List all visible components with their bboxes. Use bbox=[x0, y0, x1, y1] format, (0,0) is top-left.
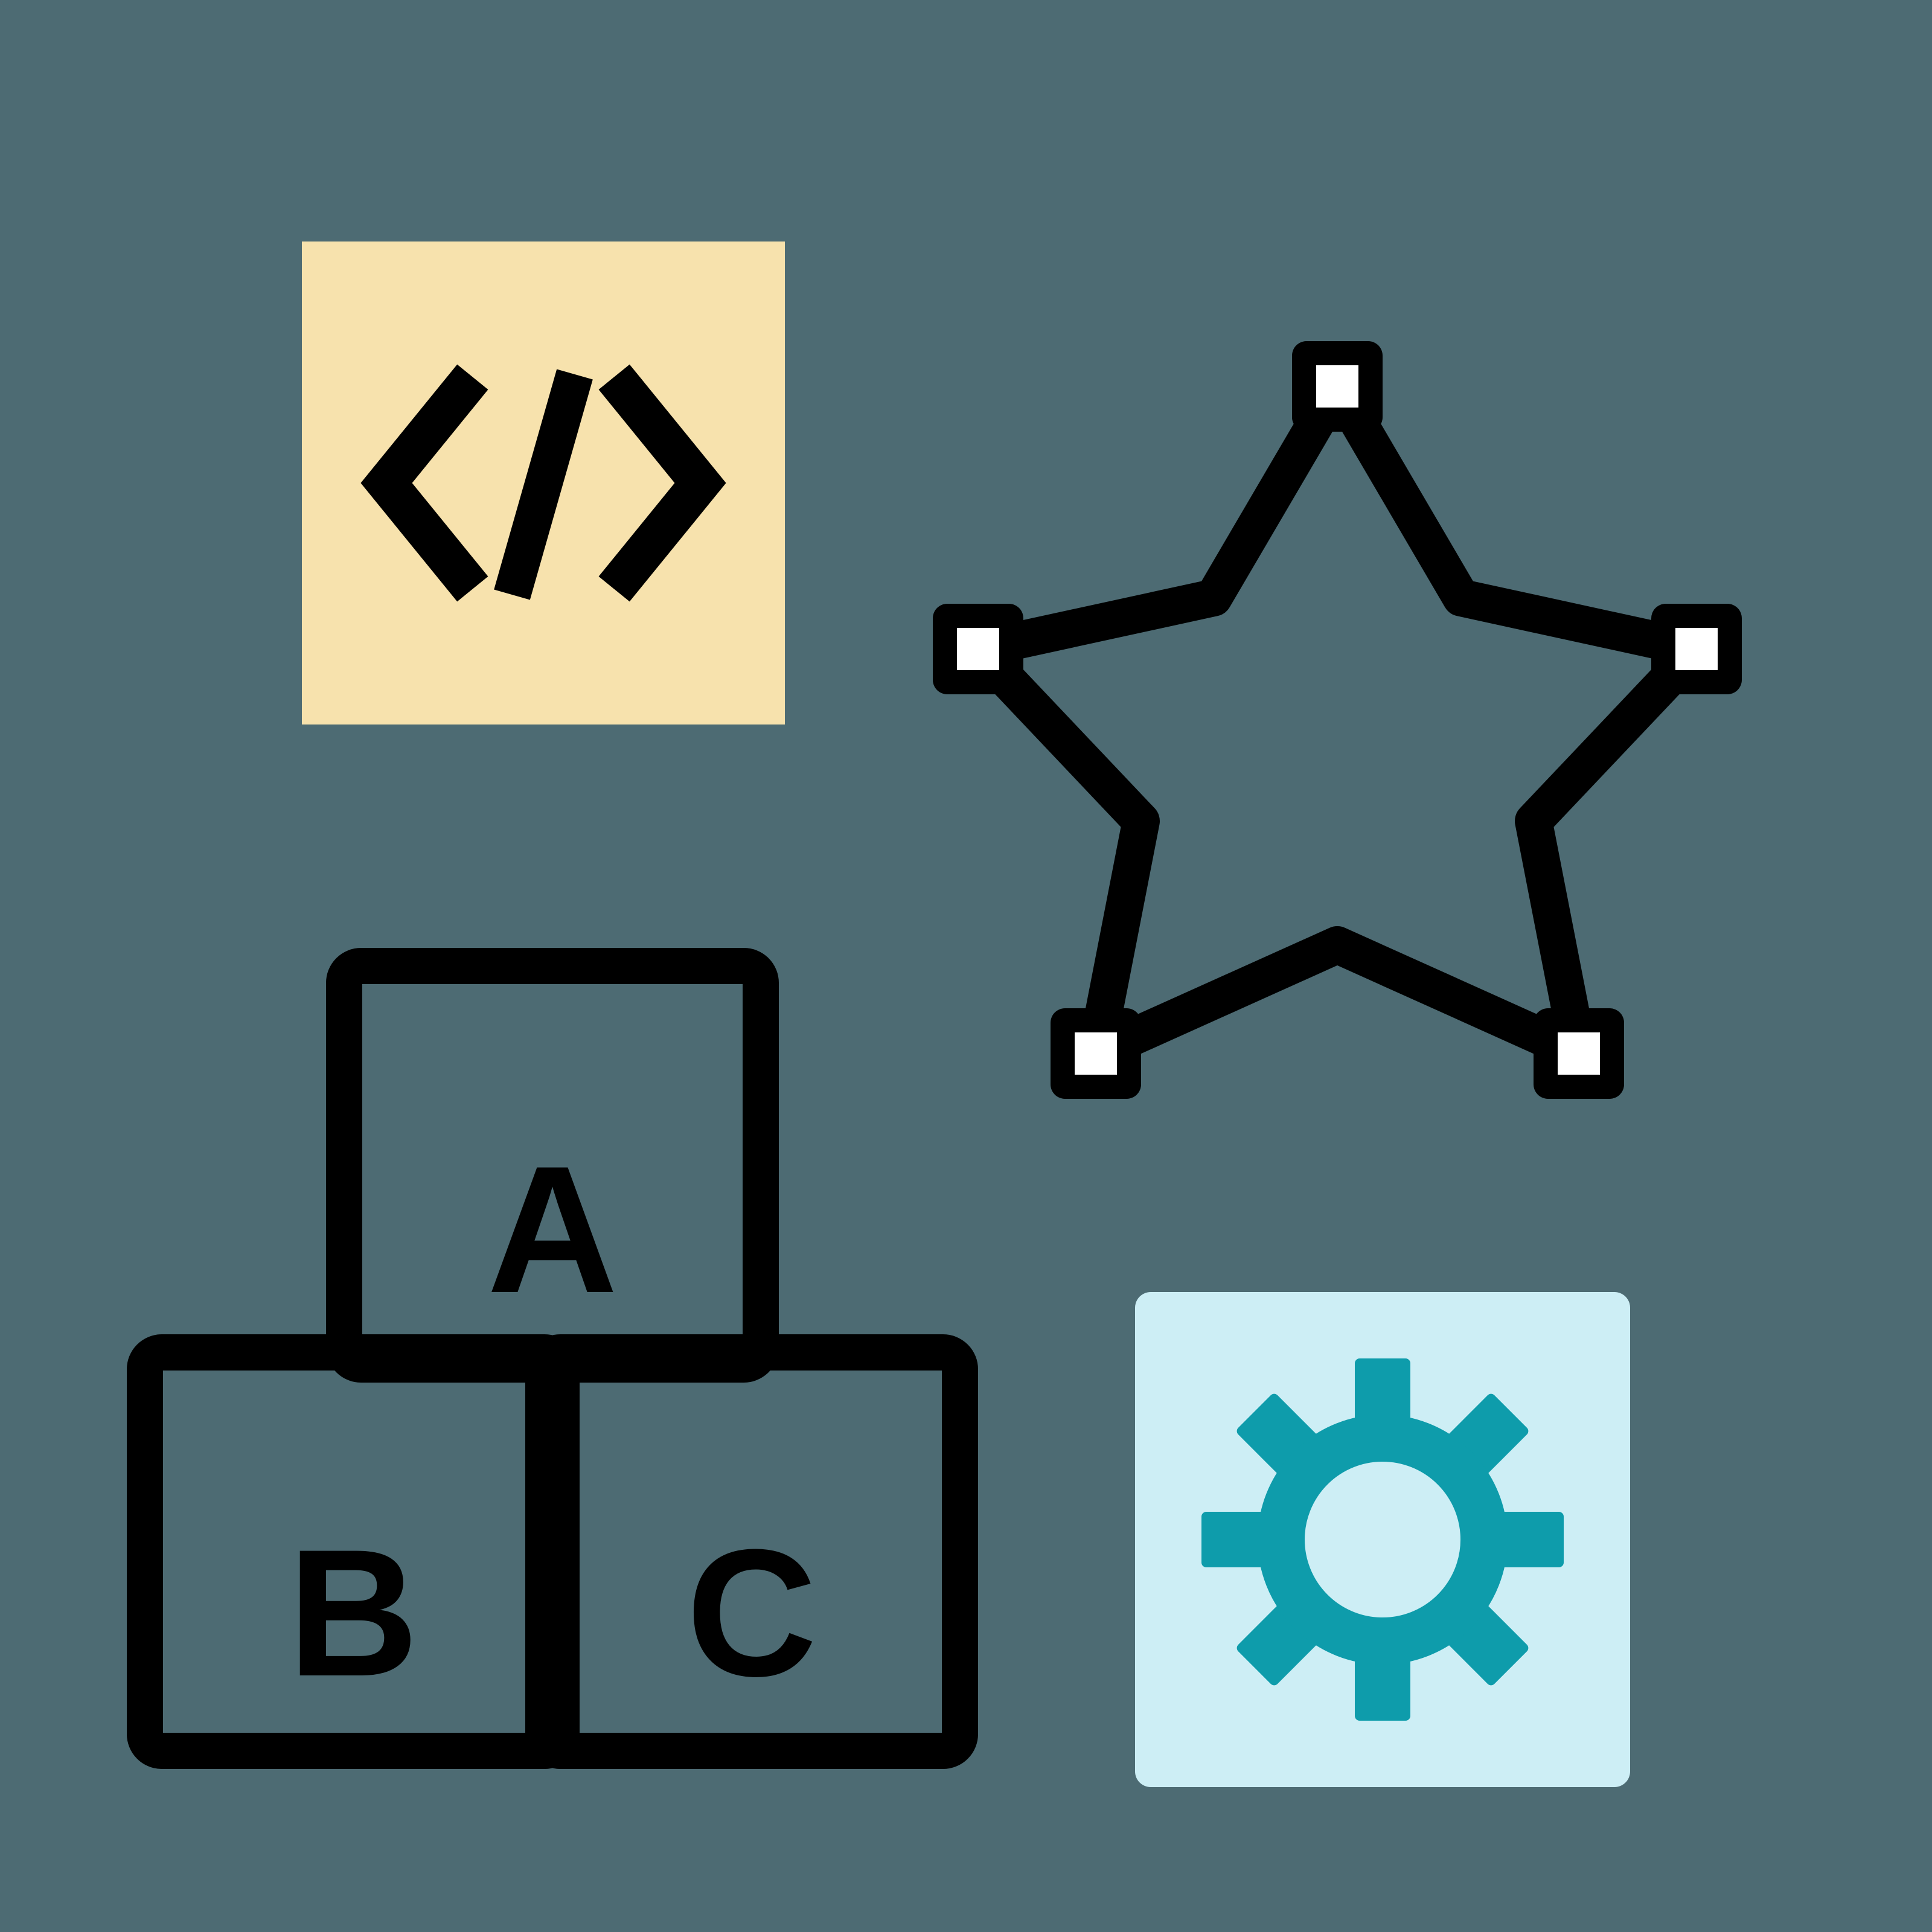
block-letter-a: A bbox=[487, 1128, 618, 1331]
block-c[interactable] bbox=[525, 1334, 978, 1769]
gear-settings-icon bbox=[1201, 1358, 1564, 1721]
anchor-node-top[interactable] bbox=[1292, 341, 1383, 432]
vector-star-icon-tile[interactable]: Vector star with anchor points bbox=[930, 320, 1745, 1117]
anchor-node-bottom-left[interactable] bbox=[1051, 1008, 1141, 1099]
anchor-node-left[interactable] bbox=[933, 604, 1023, 694]
block-letter-b: B bbox=[288, 1511, 419, 1714]
code-brackets-icon bbox=[360, 364, 726, 602]
block-letter-c: C bbox=[686, 1511, 817, 1714]
abc-blocks-icon: A B C bbox=[127, 948, 978, 1769]
abc-blocks-icon-tile[interactable]: ABC blocks A B C bbox=[121, 930, 978, 1793]
anchor-node-right[interactable] bbox=[1651, 604, 1742, 694]
gear-icon-tile[interactable]: Settings gear bbox=[1135, 1292, 1630, 1787]
vector-star-nodes-icon bbox=[933, 341, 1742, 1099]
anchor-node-bottom-right[interactable] bbox=[1534, 1008, 1624, 1099]
code-icon-tile[interactable]: Code bbox=[302, 242, 785, 724]
star-path bbox=[959, 368, 1715, 1072]
